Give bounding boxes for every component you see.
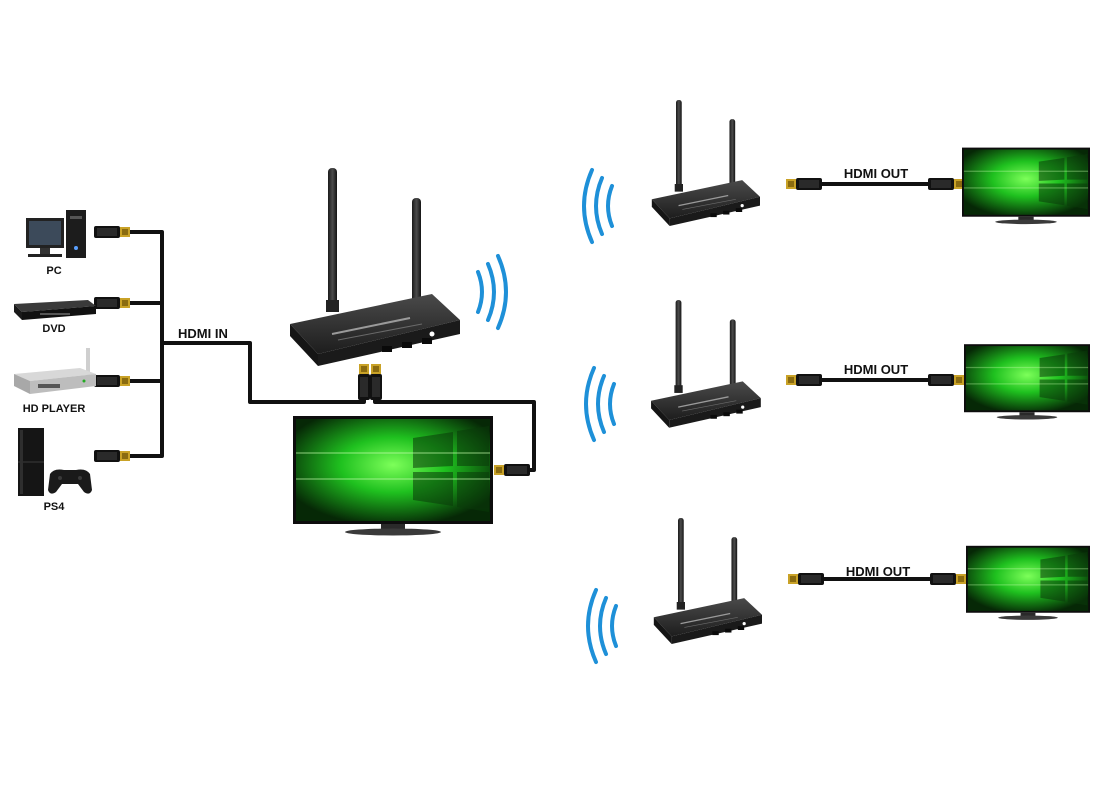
cable-pc — [126, 230, 164, 458]
wireless-receiver-icon — [650, 300, 762, 429]
wifi-waves-icon — [584, 366, 616, 442]
hdmi-plug-icon — [786, 374, 822, 386]
source-label: PC — [46, 265, 61, 277]
wifi-waves-icon — [476, 254, 508, 330]
hd-player-icon — [14, 348, 96, 394]
dvd-player-icon — [14, 300, 96, 320]
wifi-waves-icon — [582, 168, 614, 244]
receiver-3: HDMI OUT — [586, 518, 1090, 664]
pc-icon — [26, 210, 86, 258]
tv-display-icon — [966, 545, 1090, 620]
source-hd-player: HD PLAYER — [14, 348, 96, 415]
receiver-1: HDMI OUT — [582, 100, 1090, 244]
source-pc: PC — [26, 210, 86, 277]
receiver-2: HDMI OUT — [584, 300, 1090, 442]
ps4-console-icon — [18, 428, 92, 496]
hdmi-out-label: HDMI OUT — [844, 166, 908, 181]
wireless-receiver-icon — [652, 518, 763, 645]
hdmi-in-label: HDMI IN — [178, 326, 228, 341]
hdmi-plug-icon — [494, 464, 530, 476]
hdmi-plug-icon — [94, 375, 130, 387]
hdmi-plug-icon — [94, 450, 130, 462]
hdmi-plug-icon — [358, 364, 370, 400]
hdmi-plug-icon — [94, 226, 130, 238]
wireless-transmitter-icon — [289, 168, 461, 367]
hdmi-out-label: HDMI OUT — [846, 564, 910, 579]
hdmi-plug-icon — [928, 178, 964, 190]
hdmi-plug-icon — [370, 364, 382, 400]
hdmi-plug-icon — [94, 297, 130, 309]
wifi-waves-icon — [586, 588, 618, 664]
tv-display-icon — [964, 344, 1090, 420]
tv-display-icon — [293, 416, 493, 536]
tv-display-icon — [962, 147, 1090, 225]
source-ps4: PS4 — [18, 428, 92, 513]
source-dvd: DVD — [14, 300, 96, 335]
transmitter — [289, 168, 508, 367]
source-label: DVD — [42, 323, 65, 335]
hdmi-plug-icon — [786, 178, 822, 190]
hdmi-plug-icon — [930, 573, 966, 585]
hdmi-plug-icon — [788, 573, 824, 585]
source-label: HD PLAYER — [23, 403, 86, 415]
source-label: PS4 — [44, 501, 66, 513]
hdmi-plug-icon — [928, 374, 964, 386]
wireless-receiver-icon — [650, 100, 761, 227]
hdmi-out-label: HDMI OUT — [844, 362, 908, 377]
